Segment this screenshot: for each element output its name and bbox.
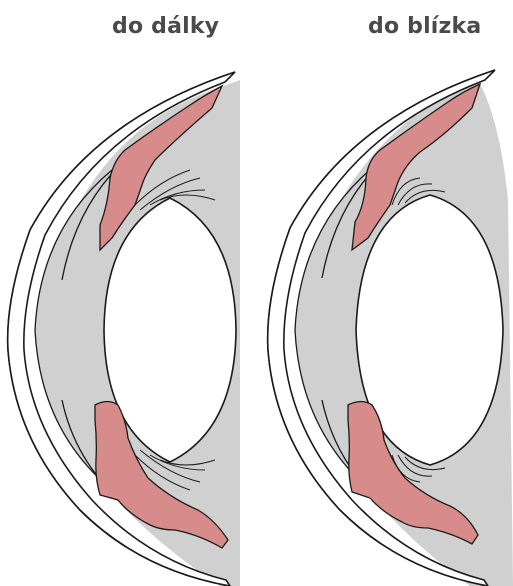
eye-far-vision: [8, 72, 240, 586]
eye-near-vision: [268, 70, 513, 586]
